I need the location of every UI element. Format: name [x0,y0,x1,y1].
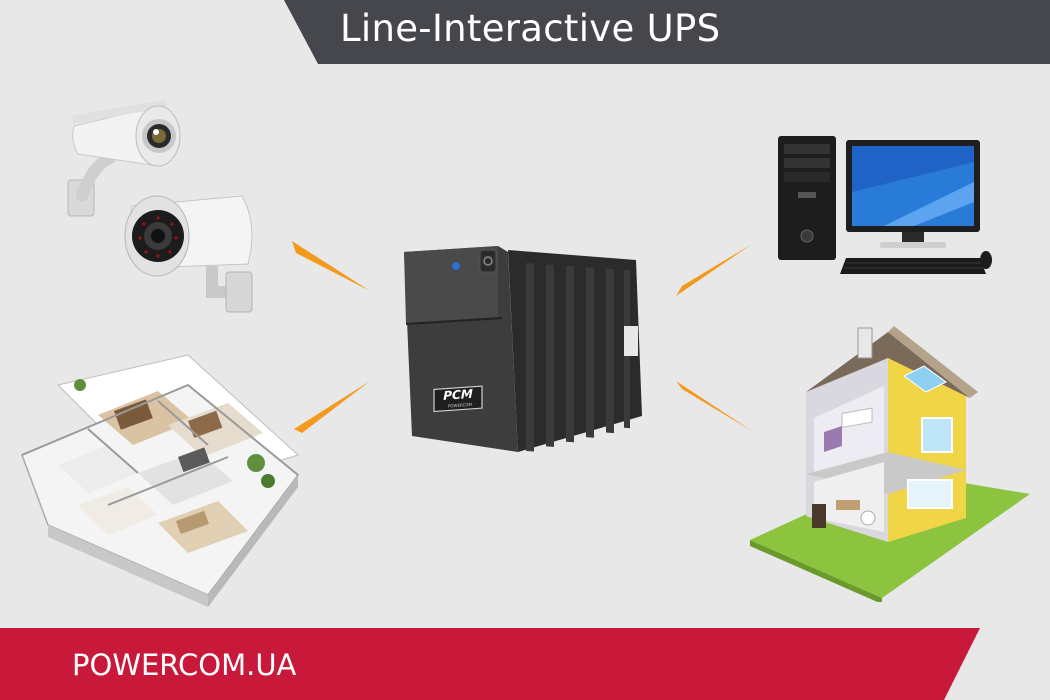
security-camera-image [62,96,282,316]
arrow-to-house [676,381,752,431]
footer-banner: POWERCOM.UA [0,628,980,700]
apartment-floor-plan-image [18,345,308,610]
ups-device-image: PCM POWERCOM [398,240,656,455]
page-title: Line-Interactive UPS [340,7,721,50]
desktop-computer-image [774,132,994,282]
house-image [748,322,1032,602]
ups-logo-text: PCM [443,387,473,403]
arrow-from-camera [292,241,370,291]
title-banner: Line-Interactive UPS [284,0,1050,64]
arrow-to-computer [676,244,752,296]
arrow-from-floor-plan [294,381,370,433]
brand-url: POWERCOM.UA [72,648,297,682]
ups-logo-subtext: POWERCOM [448,402,473,409]
